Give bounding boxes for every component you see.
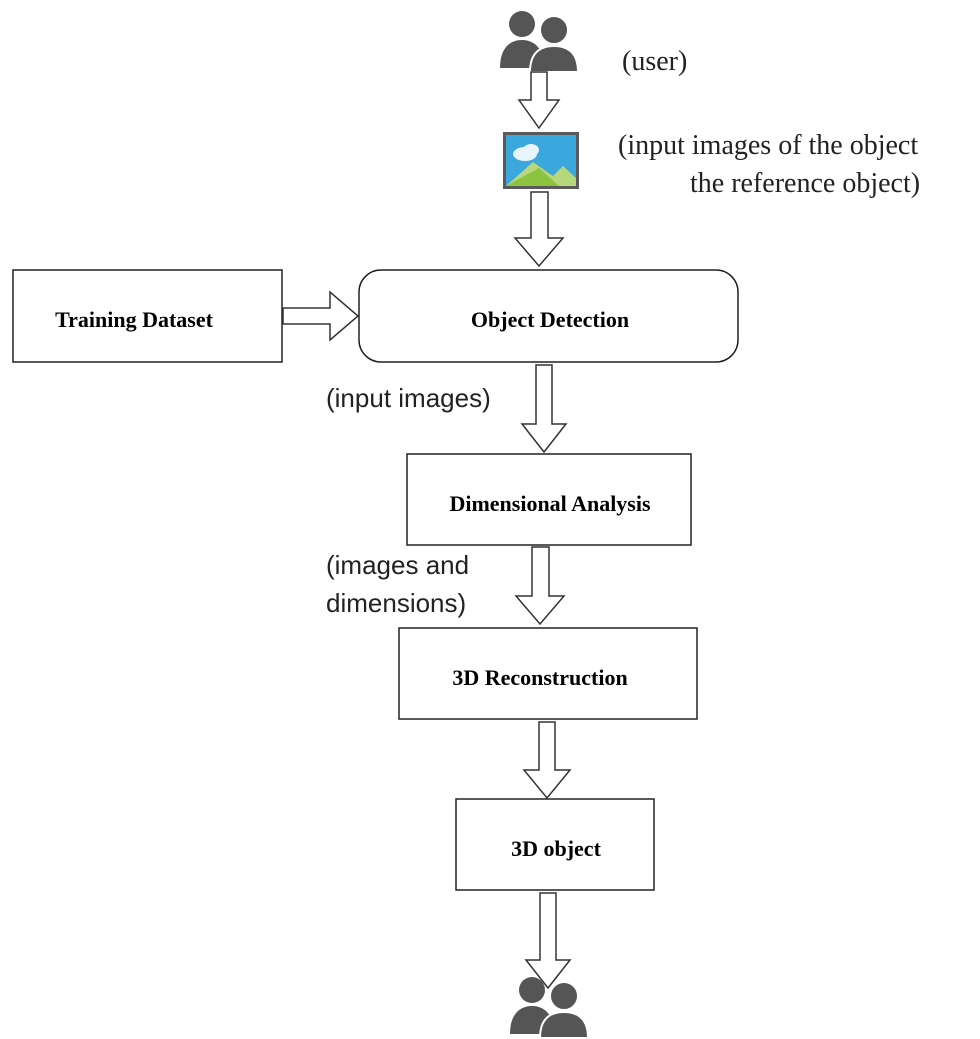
input-images-annotation-line1: (input images of the object bbox=[618, 130, 918, 161]
input-images-annotation-line2: the reference object) bbox=[690, 168, 920, 199]
reconstruction-label: 3D Reconstruction bbox=[452, 665, 627, 690]
arrow-detection-to-analysis bbox=[520, 364, 568, 454]
object-detection-box bbox=[358, 269, 739, 363]
image-icon bbox=[503, 132, 579, 189]
input-images-annotation: (input images) bbox=[326, 383, 491, 413]
dimensional-analysis-box bbox=[406, 453, 692, 546]
arrow-analysis-to-reconstruction bbox=[514, 546, 566, 626]
images-dimensions-annotation-line2: dimensions) bbox=[326, 588, 466, 618]
reconstruction-box bbox=[398, 627, 698, 720]
arrow-user-to-image bbox=[517, 71, 561, 130]
users-icon bbox=[510, 977, 590, 1039]
object-3d-box bbox=[455, 798, 655, 891]
users-icon bbox=[500, 11, 580, 73]
training-dataset-box bbox=[12, 269, 283, 363]
user-annotation: (user) bbox=[622, 46, 687, 77]
training-dataset-label: Training Dataset bbox=[55, 307, 214, 332]
arrow-object-to-user bbox=[524, 892, 572, 990]
arrow-reconstruction-to-object bbox=[522, 721, 572, 800]
object-detection-label: Object Detection bbox=[471, 307, 629, 332]
arrow-training-to-detection bbox=[282, 290, 360, 342]
images-dimensions-annotation-line1: (images and bbox=[326, 550, 469, 580]
dimensional-analysis-label: Dimensional Analysis bbox=[449, 491, 651, 516]
arrow-image-to-detection bbox=[513, 191, 565, 268]
object-3d-label: 3D object bbox=[511, 836, 601, 861]
